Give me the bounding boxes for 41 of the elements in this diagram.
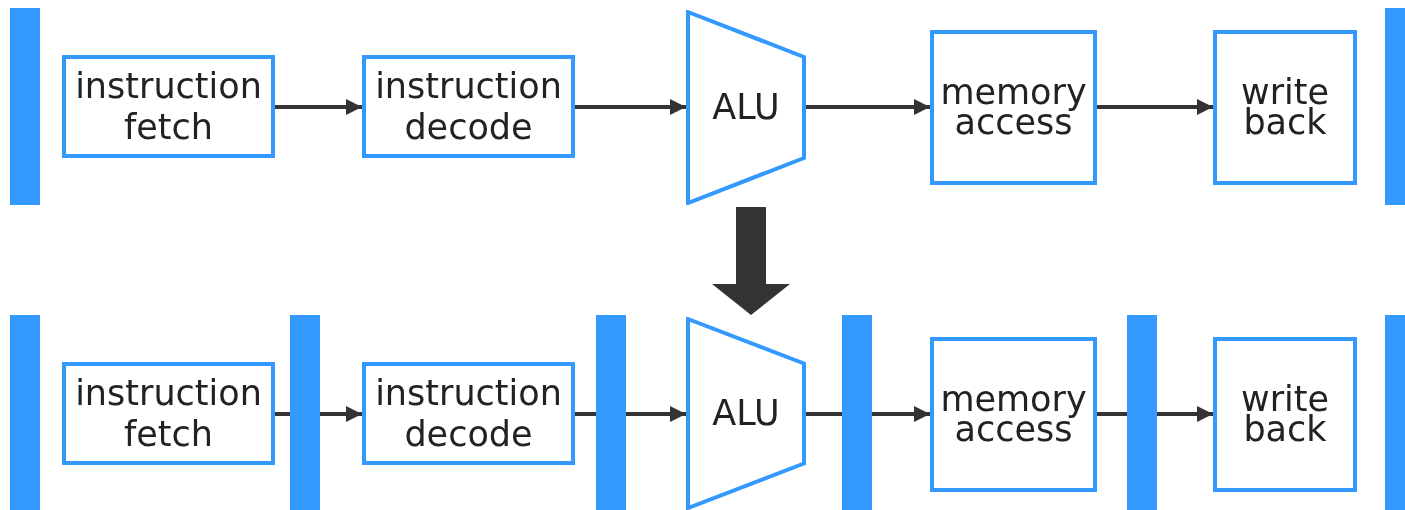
arrow — [1097, 99, 1213, 115]
stage-label: instruction decode — [374, 373, 563, 454]
stage-label: instruction fetch — [74, 373, 263, 454]
stage-label: instruction fetch — [74, 66, 263, 147]
stage-box — [1213, 337, 1357, 492]
connector-line — [275, 412, 290, 416]
stage-box — [62, 55, 275, 158]
stage-box — [930, 337, 1097, 492]
pipeline-register-bar — [1385, 315, 1405, 510]
stage-label: write back — [1240, 77, 1330, 138]
arrow — [806, 99, 930, 115]
connector-line — [806, 412, 842, 416]
pipeline-register-bar — [1385, 8, 1405, 205]
stage-label: ALU — [712, 87, 780, 128]
pipeline-register-bar — [290, 315, 320, 510]
arrow — [320, 406, 362, 422]
pipeline-register-bar — [596, 315, 626, 510]
connector-line — [575, 412, 596, 416]
stage-box — [362, 362, 575, 465]
pipeline-register-bar — [10, 8, 40, 205]
pipeline-register-bar — [1127, 315, 1157, 510]
stage-box — [1213, 30, 1357, 185]
stage-label: memory access — [939, 384, 1088, 445]
stage-box — [362, 55, 575, 158]
arrow — [575, 99, 686, 115]
arrow — [275, 99, 362, 115]
stage-label: write back — [1240, 384, 1330, 445]
stage-box — [62, 362, 275, 465]
pipeline-register-bar — [842, 315, 872, 510]
alu-trapezoid — [686, 317, 806, 510]
alu-trapezoid — [686, 10, 806, 205]
block-arrow — [712, 207, 790, 315]
connector-line — [1097, 412, 1127, 416]
stage-label: memory access — [939, 77, 1088, 138]
stage-box — [930, 30, 1097, 185]
arrow — [1157, 406, 1213, 422]
arrow — [872, 406, 930, 422]
arrow — [626, 406, 686, 422]
stage-label: ALU — [712, 393, 780, 434]
pipeline-register-bar — [10, 315, 40, 510]
stage-label: instruction decode — [374, 66, 563, 147]
